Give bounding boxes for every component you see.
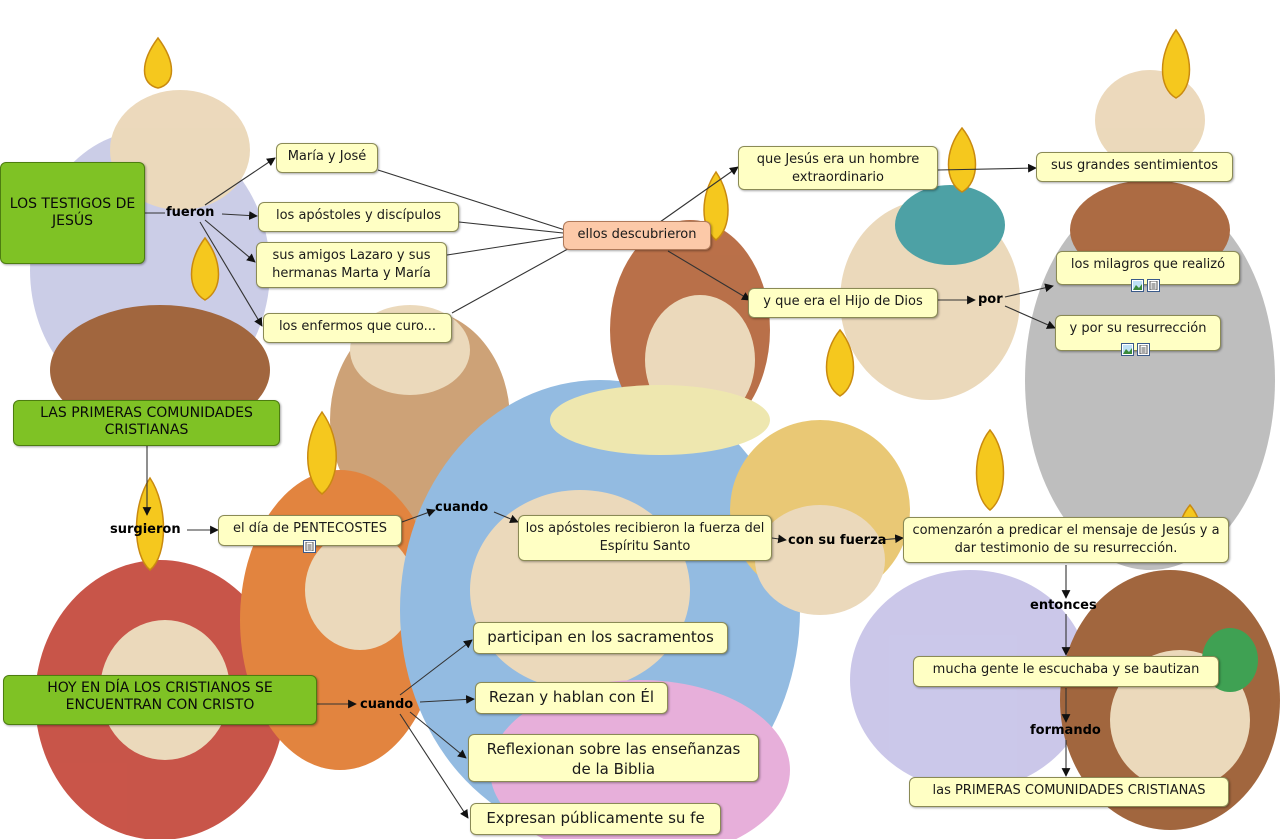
concept-apostoles-label: los apóstoles y discípulos: [275, 208, 442, 223]
link-cuando-pentecostes[interactable]: cuando: [435, 500, 489, 515]
concept-descubrieron[interactable]: ellos descubrieron: [563, 221, 711, 250]
concept-testigos-label: LOS TESTIGOS DE JESÚS: [9, 196, 136, 229]
concept-gente-bautizan[interactable]: mucha gente le escuchaba y se bautizan: [913, 656, 1219, 687]
concept-fuerza-label: los apóstoles recibieron la fuerza del E…: [525, 521, 765, 554]
concept-comunidades-cristianas[interactable]: las PRIMERAS COMUNIDADES CRISTIANAS: [909, 777, 1229, 807]
concept-reflexionan[interactable]: Reflexionan sobre las enseñanzas de la B…: [468, 734, 759, 782]
link-cuando-hoy[interactable]: cuando: [360, 697, 414, 712]
concept-hijo-label: y que era el Hijo de Dios: [763, 294, 923, 309]
concept-descubrieron-label: ellos descubrieron: [577, 227, 697, 242]
concept-hombre-label: que Jesús era un hombre extraordinario: [756, 152, 920, 185]
link-por[interactable]: por: [978, 292, 1003, 307]
concept-predicar[interactable]: comenzarón a predicar el mensaje de Jesú…: [903, 517, 1229, 563]
concept-primeras-comunidades[interactable]: LAS PRIMERAS COMUNIDADES CRISTIANAS: [13, 400, 280, 446]
concept-reflexionan-label: Reflexionan sobre las enseñanzas de la B…: [486, 740, 741, 778]
concept-sacramentos-label: participan en los sacramentos: [487, 628, 714, 646]
concept-pentecostes-label: el día de PENTECOSTES: [233, 521, 387, 536]
document-icon[interactable]: [303, 540, 316, 553]
concept-expresan-label: Expresan públicamente su fe: [486, 809, 705, 827]
concept-primeras-label: LAS PRIMERAS COMUNIDADES CRISTIANAS: [40, 405, 253, 438]
concept-gente-label: mucha gente le escuchaba y se bautizan: [932, 662, 1200, 677]
concept-enfermos-label: los enfermos que curo...: [278, 319, 437, 334]
link-entonces[interactable]: entonces: [1030, 598, 1097, 613]
concept-hombre-extraordinario[interactable]: que Jesús era un hombre extraordinario: [738, 146, 938, 190]
concept-milagros[interactable]: los milagros que realizó: [1056, 251, 1240, 285]
concept-sentimientos-label: sus grandes sentimientos: [1051, 158, 1218, 173]
image-icon[interactable]: [1121, 343, 1134, 356]
image-icon[interactable]: [1131, 279, 1144, 292]
concept-sacramentos[interactable]: participan en los sacramentos: [473, 622, 728, 654]
milagros-resources[interactable]: [1131, 279, 1160, 292]
concept-sentimientos[interactable]: sus grandes sentimientos: [1036, 152, 1233, 182]
concept-maria-jose[interactable]: María y José: [276, 143, 378, 173]
concept-milagros-label: los milagros que realizó: [1070, 257, 1226, 272]
concept-hoy-label: HOY EN DÍA LOS CRISTIANOS SE ENCUENTRAN …: [47, 680, 273, 713]
concept-amigos[interactable]: sus amigos Lazaro y sus hermanas Marta y…: [256, 242, 447, 288]
link-formando[interactable]: formando: [1030, 723, 1101, 738]
concept-predicar-label: comenzarón a predicar el mensaje de Jesú…: [912, 523, 1220, 556]
concept-maria-jose-label: María y José: [287, 149, 367, 164]
link-fueron[interactable]: fueron: [166, 205, 215, 220]
concept-enfermos[interactable]: los enfermos que curo...: [263, 313, 452, 343]
concept-testigos[interactable]: LOS TESTIGOS DE JESÚS: [0, 162, 145, 264]
concept-resurreccion-label: y por su resurrección: [1069, 321, 1207, 336]
concept-amigos-label: sus amigos Lazaro y sus hermanas Marta y…: [272, 248, 431, 281]
resurreccion-resources[interactable]: [1121, 343, 1150, 356]
concept-rezan-label: Rezan y hablan con Él: [488, 688, 655, 706]
pentecostes-resources[interactable]: [303, 540, 316, 553]
concept-rezan[interactable]: Rezan y hablan con Él: [475, 682, 668, 714]
concept-hijo-de-dios[interactable]: y que era el Hijo de Dios: [748, 288, 938, 318]
concept-expresan[interactable]: Expresan públicamente su fe: [470, 803, 721, 835]
document-icon[interactable]: [1147, 279, 1160, 292]
link-con-su-fuerza[interactable]: con su fuerza: [788, 533, 887, 548]
concept-fuerza-espiritu[interactable]: los apóstoles recibieron la fuerza del E…: [518, 515, 772, 561]
link-surgieron[interactable]: surgieron: [110, 522, 181, 537]
concept-comunidades-label: las PRIMERAS COMUNIDADES CRISTIANAS: [932, 783, 1206, 798]
document-icon[interactable]: [1137, 343, 1150, 356]
concept-apostoles[interactable]: los apóstoles y discípulos: [258, 202, 459, 232]
concept-hoy-en-dia[interactable]: HOY EN DÍA LOS CRISTIANOS SE ENCUENTRAN …: [3, 675, 317, 725]
